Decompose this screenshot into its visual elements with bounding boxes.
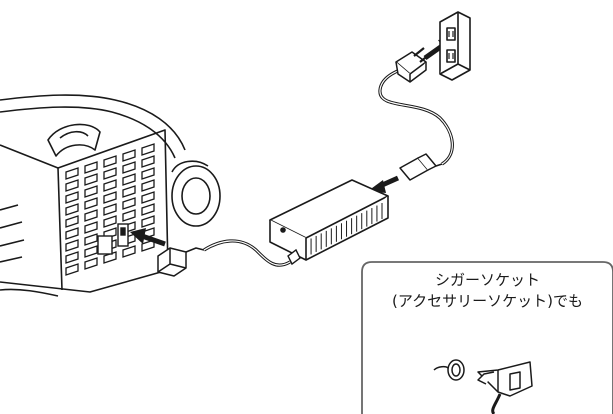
ac-power-cord (378, 68, 454, 166)
grille-slot (103, 215, 117, 228)
grille-slot (84, 221, 98, 234)
grille-slot (122, 149, 136, 162)
adapter-ribs (305, 203, 383, 257)
dc-output-plug (157, 247, 205, 277)
wall-outlet (439, 11, 471, 81)
grille-slot (84, 245, 98, 258)
grille-slot (84, 257, 98, 270)
wall-plug (395, 47, 431, 83)
generator-grille (65, 143, 155, 276)
grille-slot (122, 209, 136, 222)
grille-slot (122, 245, 136, 258)
generator-ac-inlet (97, 223, 129, 255)
grille-slot (84, 185, 98, 198)
callout-line-2: (アクセサリーソケット)でも (392, 292, 583, 310)
ac-adapter (269, 179, 389, 261)
grille-slot (84, 197, 98, 210)
grille-slot (122, 197, 136, 210)
adapter-output-strain-relief (287, 248, 301, 266)
grille-slot (141, 179, 155, 192)
grille-slot (65, 215, 79, 228)
grille-slot (84, 173, 98, 186)
grille-slot (141, 215, 155, 228)
callout-box (361, 261, 613, 414)
grille-slot (141, 155, 155, 168)
grille-slot (65, 179, 79, 192)
cigar-plug-cable (491, 393, 502, 414)
generator-unit (0, 94, 221, 297)
cigar-socket (433, 359, 465, 381)
grille-slot (122, 173, 136, 186)
grille-slot (84, 161, 98, 174)
grille-slot (65, 239, 79, 252)
grille-slot (65, 227, 79, 240)
grille-slot (65, 251, 79, 264)
grille-slot (65, 167, 79, 180)
grille-slot (103, 167, 117, 180)
grille-slot (65, 263, 79, 276)
grille-slot (141, 191, 155, 204)
grille-slot (65, 191, 79, 204)
ac-cord-connector (399, 153, 443, 181)
grille-slot (84, 233, 98, 246)
grille-slot (103, 203, 117, 216)
cigar-plug (477, 361, 533, 397)
grille-slot (141, 203, 155, 216)
grille-slot (122, 161, 136, 174)
arrow-to-generator (130, 228, 166, 247)
grille-slot (141, 167, 155, 180)
grille-slot (103, 155, 117, 168)
grille-slot (103, 179, 117, 192)
grille-slot (103, 191, 117, 204)
grille-slot (122, 185, 136, 198)
grille-slot (65, 203, 79, 216)
grille-slot (84, 209, 98, 222)
callout-line-1: シガーソケット (434, 271, 540, 289)
grille-slot (141, 143, 155, 156)
